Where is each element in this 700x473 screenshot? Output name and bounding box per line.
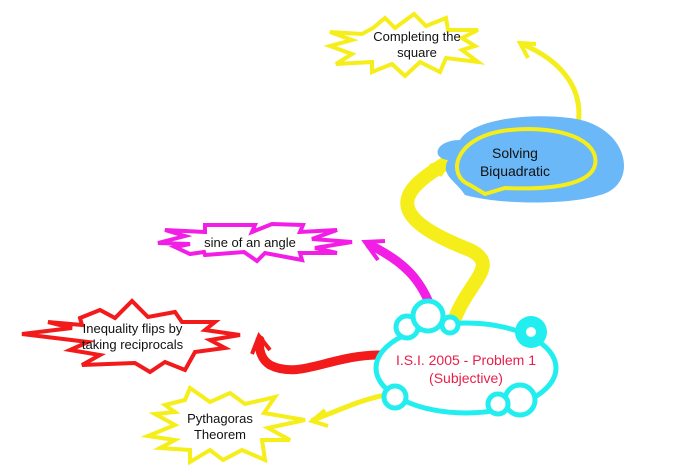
node-solving-biquadratic-line2: Biquadratic [479, 163, 551, 179]
node-pythagoras-line2: Theorem [193, 427, 247, 442]
node-sine-of-angle-shape[interactable] [157, 221, 353, 264]
node-completing-square-line1: Completing the [373, 29, 461, 44]
node-completing-square-label: Completing the square [358, 29, 476, 61]
connector-to-pythagoras [310, 392, 388, 423]
node-solving-biquadratic-line1: Solving [492, 145, 538, 161]
arrow-to-completing-square-icon [516, 40, 537, 59]
central-topic-cloud[interactable] [373, 298, 559, 418]
connector-to-sine [365, 240, 435, 310]
connector-to-biquadratic [400, 155, 490, 325]
central-topic-line1: I.S.I. 2005 - Problem 1 [395, 352, 537, 368]
arrow-to-inequality-icon [250, 332, 272, 355]
node-pythagoras-label: Pythagoras Theorem [180, 411, 260, 443]
node-sine-of-angle-line1: sine of an angle [204, 235, 296, 250]
node-inequality-flips-line1: Inequality flips by [82, 321, 183, 336]
node-solving-biquadratic-shape[interactable] [455, 127, 598, 197]
node-solving-biquadratic-label: Solving Biquadratic [465, 144, 565, 180]
node-pythagoras-line1: Pythagoras [187, 411, 253, 426]
arrow-to-sine-icon [361, 239, 386, 262]
node-sine-of-angle-label: sine of an angle [195, 235, 305, 251]
node-completing-square-line2: square [397, 45, 437, 60]
node-completing-square-shape[interactable] [323, 11, 486, 79]
connector-to-inequality [255, 335, 385, 375]
central-topic-line2: (Subjective) [429, 370, 503, 386]
central-topic-label: I.S.I. 2005 - Problem 1 (Subjective) [386, 351, 546, 387]
node-inequality-flips-shape[interactable] [21, 298, 241, 375]
node-inequality-flips-label: Inequality flips by taking reciprocals [70, 321, 195, 353]
node-inequality-flips-line2: taking reciprocals [81, 337, 184, 352]
arrow-to-pythagoras-icon [307, 408, 329, 428]
node-pythagoras-shape[interactable] [140, 384, 306, 466]
